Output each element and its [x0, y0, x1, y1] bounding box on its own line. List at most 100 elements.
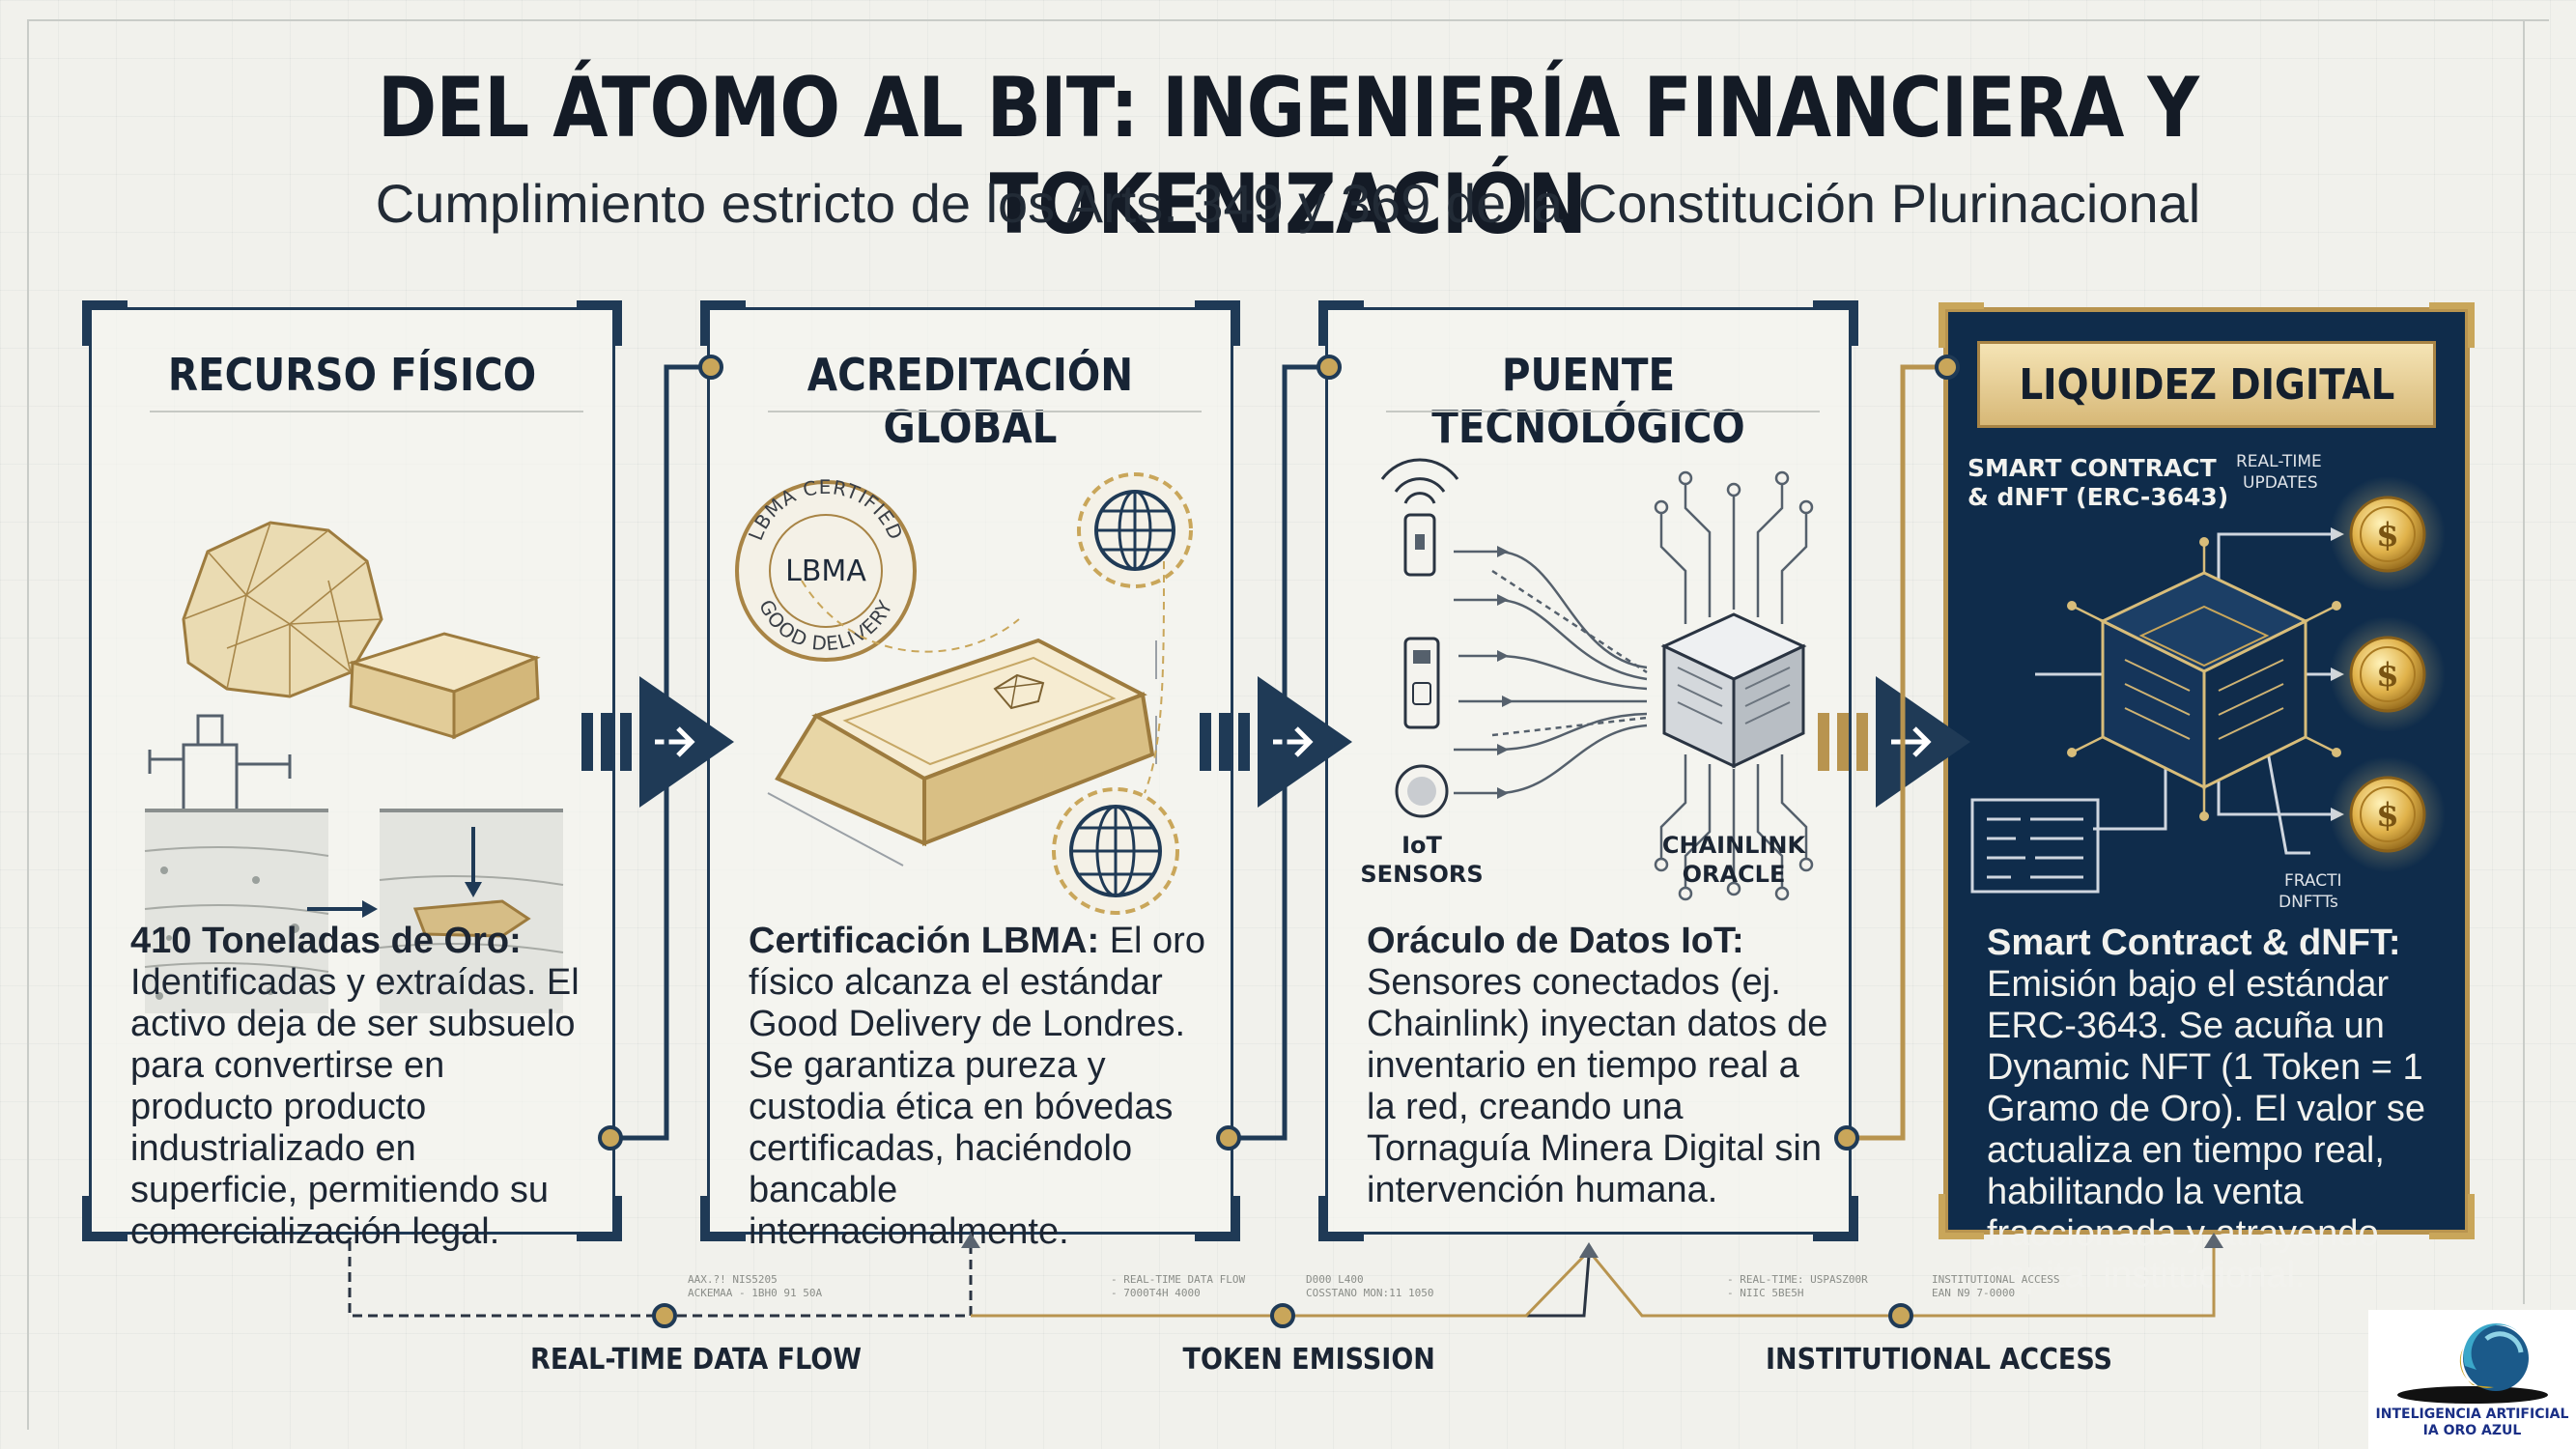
card-title: ACREDITACIÓN GLOBAL	[807, 349, 1134, 453]
contract-label-line2: & dNFT (ERC-3643)	[1967, 483, 2228, 511]
corner-bracket	[1318, 300, 1364, 346]
card-liquidez-digital: LIQUIDEZ DIGITAL	[1939, 302, 2475, 1295]
frame-top-line	[27, 19, 2549, 21]
corner-bracket	[1195, 300, 1240, 346]
card-lead: Oráculo de Datos IoT:	[1367, 921, 1744, 961]
smart-contract-illustration: SMART CONTRACT & dNFT (ERC-3643) REAL-TI…	[1967, 452, 2446, 912]
mining-illustration	[144, 521, 564, 1013]
globe-icon	[1077, 472, 1193, 588]
ground-layer-left	[144, 809, 329, 1013]
card-description: Oráculo de Datos IoT: Sensores conectado…	[1367, 921, 1829, 1211]
page-title: DEL ÁTOMO AL BIT: INGENIERÍA FINANCIERA …	[377, 60, 2199, 253]
certification-illustration: LBMA CERTIFIED LBMA GOOD DELIVERY	[735, 472, 1193, 915]
wifi-signal-icon	[1380, 458, 1459, 504]
flow-label-access: INSTITUTIONAL ACCESS	[1765, 1343, 2113, 1377]
card-title: RECURSO FÍSICO	[167, 349, 537, 401]
smart-contract-cube-icon	[2067, 537, 2341, 821]
corner-bracket	[2429, 302, 2475, 348]
corner-bracket	[82, 1196, 127, 1241]
iot-sensor-icon	[1395, 764, 1449, 818]
oracle-label-line2: ORACLE	[1683, 861, 1786, 888]
card-recurso-fisico: RECURSO FÍSICO	[82, 300, 622, 1252]
coin-symbol: $	[2376, 796, 2399, 835]
fract-label-line1: FRACTI	[2284, 871, 2342, 891]
corner-bracket	[1195, 1196, 1240, 1241]
card-acreditacion-global: ACREDITACIÓN GLOBAL LBMA CERTIFIED LBMA …	[700, 300, 1240, 1252]
micro-line: - 7000T4H 4000	[1111, 1287, 1201, 1299]
micro-line: COSSTANO MON:11 1050	[1306, 1287, 1434, 1299]
micro-line: EAN N9 7-0000	[1932, 1287, 2016, 1299]
fract-label-line2: DNFTTs	[2279, 893, 2338, 912]
iot-label-line1: IoT	[1401, 832, 1442, 859]
oracle-cube-icon	[1660, 612, 1807, 769]
micro-line: D000 L400	[1306, 1273, 1364, 1286]
frame-left-line	[27, 19, 29, 1430]
corner-bracket	[1318, 1196, 1364, 1241]
corner-bracket	[700, 1196, 746, 1241]
flow-label-token: TOKEN EMISSION	[1182, 1343, 1435, 1377]
ledger-document-icon	[1970, 798, 2100, 894]
extracted-gold-icon	[412, 899, 531, 938]
certified-gold-bar-icon	[767, 560, 1165, 867]
micro-caption: - REAL-TIME DATA FLOW- 7000T4H 4000	[1111, 1273, 1245, 1300]
card-description: 410 Toneladas de Oro: Identificadas y ex…	[130, 921, 593, 1253]
oracle-label-line1: CHAINLINK	[1662, 832, 1807, 859]
gold-coin-icon: $	[2330, 756, 2446, 872]
gold-coin-icon: $	[2330, 476, 2446, 592]
oracle-illustration: IoT SENSORS	[1360, 458, 1814, 901]
circuit-lines	[1659, 482, 1808, 890]
iot-label-line2: SENSORS	[1360, 861, 1483, 888]
gold-bar-icon	[347, 632, 541, 740]
title-divider	[1386, 411, 1820, 412]
corner-bracket	[1939, 1194, 1984, 1239]
page-subtitle: Cumplimiento estricto de los Arts. 349 y…	[375, 173, 2201, 234]
card-title-badge: LIQUIDEZ DIGITAL	[1977, 341, 2436, 428]
micro-line: AAX.?! NIS5205	[688, 1273, 778, 1286]
corner-bracket	[1813, 1196, 1858, 1241]
corner-bracket	[577, 1196, 622, 1241]
gold-coin-icon: $	[2330, 616, 2446, 732]
card-body: Emisión bajo el estándar ERC-3643. Se ac…	[1987, 964, 2426, 1295]
contract-label-line1: SMART CONTRACT	[1967, 454, 2217, 482]
seal-center-text: LBMA	[785, 554, 866, 588]
card-lead: Smart Contract & dNFT:	[1987, 923, 2401, 963]
gold-nugget-icon	[182, 521, 383, 698]
corner-bracket	[82, 300, 127, 346]
updates-label-line2: UPDATES	[2243, 473, 2318, 493]
ground-layer-right	[379, 809, 564, 1013]
lbma-seal-icon: LBMA CERTIFIED LBMA GOOD DELIVERY	[735, 475, 917, 662]
micro-caption: - REAL-TIME: USPASZ00R- NIIC 5BE5H	[1727, 1273, 1868, 1300]
card-body: Sensores conectados (ej. Chainlink) inye…	[1367, 962, 1828, 1210]
coin-symbol: $	[2376, 656, 2399, 695]
card-title: LIQUIDEZ DIGITAL	[2019, 359, 2394, 410]
corner-bracket	[577, 300, 622, 346]
corner-bracket	[1939, 302, 1984, 348]
flow-label-data: REAL-TIME DATA FLOW	[530, 1343, 863, 1377]
card-body: Identificadas y extraídas. El activo dej…	[130, 962, 580, 1252]
data-lines	[1454, 550, 1648, 795]
card-description: Certificación LBMA: El oro físico alcanz…	[749, 921, 1211, 1253]
card-lead: Certificación LBMA:	[749, 921, 1100, 961]
card-body: El oro físico alcanza el estándar Good D…	[749, 921, 1205, 1252]
card-title: PUENTE TECNOLÓGICO	[1431, 349, 1745, 453]
logo-mark-icon	[2397, 1322, 2548, 1404]
frame-right-line	[2523, 19, 2525, 1304]
card-puente-tecnologico: PUENTE TECNOLÓGICO IoT SENSORS	[1318, 300, 1858, 1241]
micro-line: - REAL-TIME DATA FLOW	[1111, 1273, 1246, 1286]
card-lead: 410 Toneladas de Oro:	[130, 921, 522, 961]
corner-bracket	[700, 300, 746, 346]
corner-bracket	[2429, 1194, 2475, 1239]
micro-line: ACKEMAA - 1BH0 91 50A	[688, 1287, 823, 1299]
sensor-device-icon	[1403, 637, 1440, 729]
micro-line: - REAL-TIME: USPASZ00R	[1727, 1273, 1868, 1286]
micro-line: - NIIC 5BE5H	[1727, 1287, 1804, 1299]
arrow-head-icon	[362, 900, 378, 918]
globe-icon	[1052, 787, 1179, 915]
updates-label-line1: REAL-TIME	[2236, 452, 2322, 471]
title-divider	[768, 411, 1202, 412]
